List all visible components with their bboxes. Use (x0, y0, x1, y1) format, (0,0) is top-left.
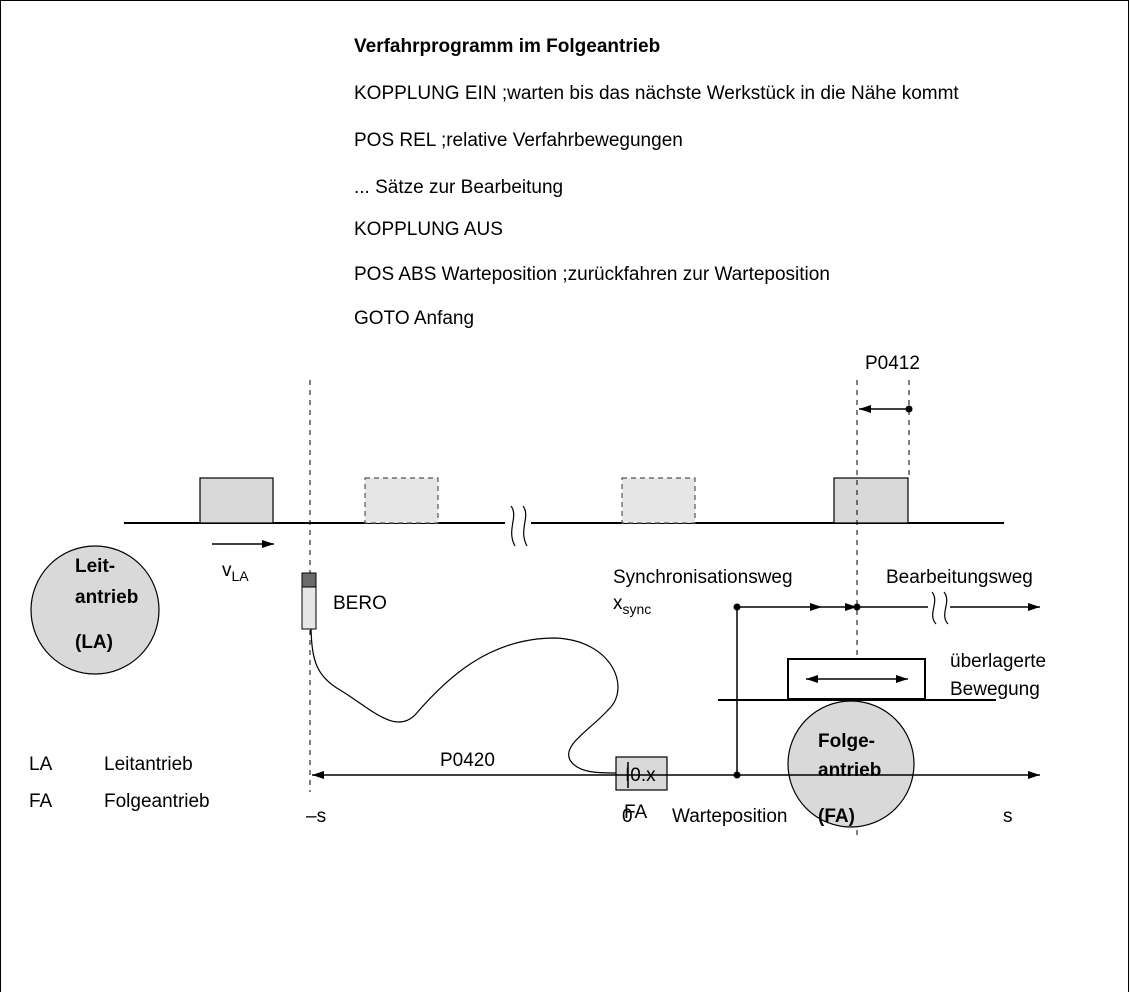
program-title: Verfahrprogramm im Folgeantrieb (354, 36, 661, 57)
bero-sensor-body (301, 586, 317, 630)
superimposed-label-2: Bewegung (950, 679, 1040, 700)
legend-text-la: Leitantrieb (104, 754, 193, 775)
leader-drive-line3: (LA) (75, 632, 113, 653)
workpiece-4 (833, 477, 909, 524)
follower-drive-line2: antrieb (818, 760, 881, 781)
leader-drive-circle (30, 545, 160, 675)
zero-label: 0 (622, 806, 633, 827)
workpiece-3-dashed (621, 477, 696, 524)
program-line-3: ... Sätze zur Bearbeitung (354, 177, 564, 198)
waiting-position-label: Warteposition (672, 806, 787, 827)
velocity-label: vLA (222, 560, 249, 584)
leader-drive-line1: Leit- (75, 556, 115, 577)
follower-drive-circle (787, 700, 915, 828)
legend-text-fa: Folgeantrieb (104, 791, 210, 812)
input-owner-label: FA (624, 802, 648, 823)
p0412-dot (905, 405, 913, 413)
sync-path-label: Synchronisationsweg (613, 567, 793, 588)
program-line-6: GOTO Anfang (354, 308, 475, 329)
machining-break-mark (931, 591, 949, 625)
program-line-4: KOPPLUNG AUS (354, 219, 503, 240)
superimposed-label-1: überlagerte (950, 651, 1046, 672)
sync-end-dot (853, 603, 861, 611)
bero-cable (310, 628, 619, 774)
bero-sensor-head (301, 572, 317, 588)
workpiece-1 (199, 477, 274, 524)
p0412-label: P0412 (865, 353, 920, 374)
program-line-1: KOPPLUNG EIN ;warten bis das nächste Wer… (354, 83, 959, 104)
leader-drive-line2: antrieb (75, 587, 138, 608)
program-line-5: POS ABS Warteposition ;zurückfahren zur … (354, 264, 830, 285)
conveyor-break-mark (510, 505, 528, 547)
bero-label: BERO (333, 593, 387, 614)
follower-drive-line1: Folge- (818, 731, 875, 752)
minus-s-label: –s (306, 806, 326, 827)
p0420-label: P0420 (440, 750, 495, 771)
sync-x-label: xsync (613, 593, 651, 617)
machining-path-label: Bearbeitungsweg (886, 567, 1033, 588)
input-box (615, 756, 668, 791)
legend-abbr-fa: FA (29, 791, 53, 812)
waiting-position-dot (733, 771, 741, 779)
s-label: s (1003, 806, 1013, 827)
program-line-2: POS REL ;relative Verfahrbewegungen (354, 130, 683, 151)
legend-abbr-la: LA (29, 754, 53, 775)
follower-drive-line3: (FA) (818, 806, 855, 827)
workpiece-2-dashed (364, 477, 439, 524)
